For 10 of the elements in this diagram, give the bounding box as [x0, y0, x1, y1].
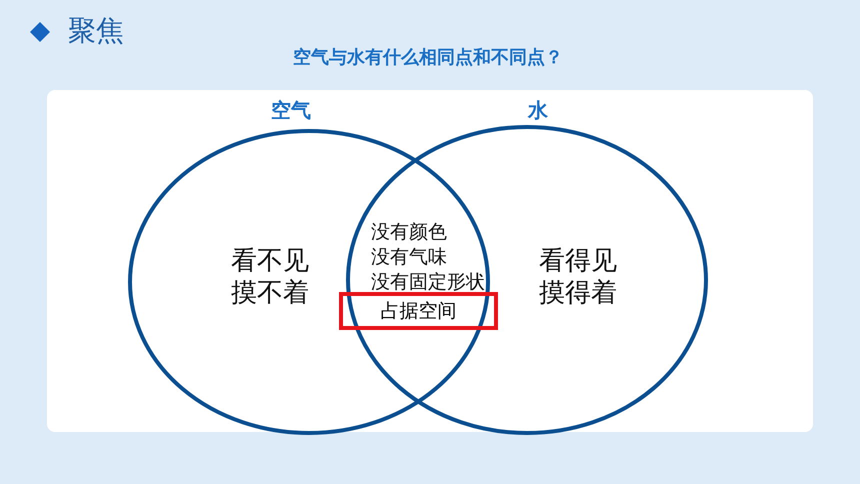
circle-text: 看得见摸得着 — [539, 245, 617, 309]
overlap-text: 没有气味 — [371, 246, 447, 268]
circle-text: 看不见摸不着 — [231, 245, 309, 309]
highlight-box: 占据空间 — [339, 292, 498, 330]
question-title: 空气与水有什么相同点和不同点？ — [293, 47, 563, 68]
section-heading: 聚焦 — [68, 14, 124, 48]
circle-heading: 空气 — [271, 100, 311, 120]
circle-heading: 水 — [528, 100, 548, 120]
overlap-text: 没有固定形状 — [371, 271, 485, 293]
overlap-text: 没有颜色 — [371, 221, 447, 243]
